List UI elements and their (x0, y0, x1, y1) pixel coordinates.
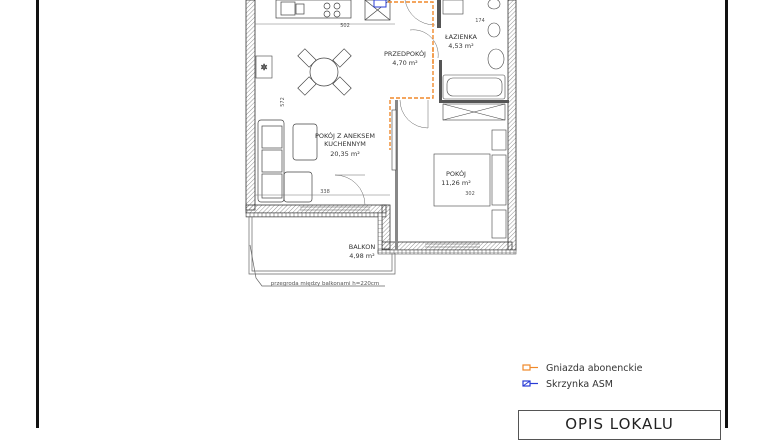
walls (245, 0, 517, 255)
dining-table (297, 48, 352, 96)
dim-kitchen-width: 502 (340, 23, 350, 29)
description-title: OPIS LOKALU (565, 415, 674, 433)
dim-bath-width: 174 (475, 18, 485, 24)
dim-living-bottom: 338 (320, 189, 330, 195)
bathroom-fixtures (442, 0, 506, 121)
legend-label: Gniazda abonenckie (546, 362, 643, 374)
drawing-frame-right (725, 0, 728, 428)
balcony-partition-note: przegroda między balkonami h=220cm (271, 281, 380, 287)
legend-item-asm: Skrzynka ASM (522, 376, 642, 392)
room-balcony-area: 4,98 m² (349, 252, 375, 260)
room-bedroom-area: 11,26 m² (441, 179, 471, 187)
windows (300, 206, 480, 248)
balcony (248, 217, 396, 287)
legend-label: Skrzynka ASM (546, 378, 613, 390)
kitchen-counter (275, 0, 391, 21)
legend-item-sockets: Gniazda abonenckie (522, 360, 642, 376)
doors (334, 0, 439, 206)
room-hall-name: PRZEDPOKÓJ (384, 49, 426, 58)
asm-icon (522, 380, 538, 387)
legend: Gniazda abonenckie Skrzynka ASM (522, 360, 642, 392)
socket-icon (522, 364, 538, 371)
drawing-frame-left (36, 0, 39, 428)
description-box: OPIS LOKALU (518, 410, 721, 440)
room-living-name1: POKÓJ Z ANEKSEM (315, 131, 375, 140)
room-hall-area: 4,70 m² (392, 59, 418, 67)
room-living-name2: KUCHENNYM (324, 140, 366, 148)
bed (433, 129, 507, 239)
room-living-area: 20,35 m² (330, 150, 360, 158)
svg-text:✲: ✲ (261, 63, 268, 72)
ventilation-icon: ✲ (255, 55, 273, 79)
subscriber-socket-lines (388, 1, 434, 150)
room-bath-name: ŁAZIENKA (444, 33, 478, 41)
room-balcony-name: BALKON (349, 243, 376, 251)
asm-box-icon (373, 0, 387, 8)
room-bedroom-name: POKÓJ (446, 169, 466, 178)
dim-living-height: 572 (280, 97, 286, 107)
room-bath-area: 4,53 m² (448, 42, 474, 50)
floor-plan: 502 ✲ 174 (245, 0, 517, 287)
sofa (257, 119, 318, 203)
dim-room-width: 302 (465, 191, 475, 197)
